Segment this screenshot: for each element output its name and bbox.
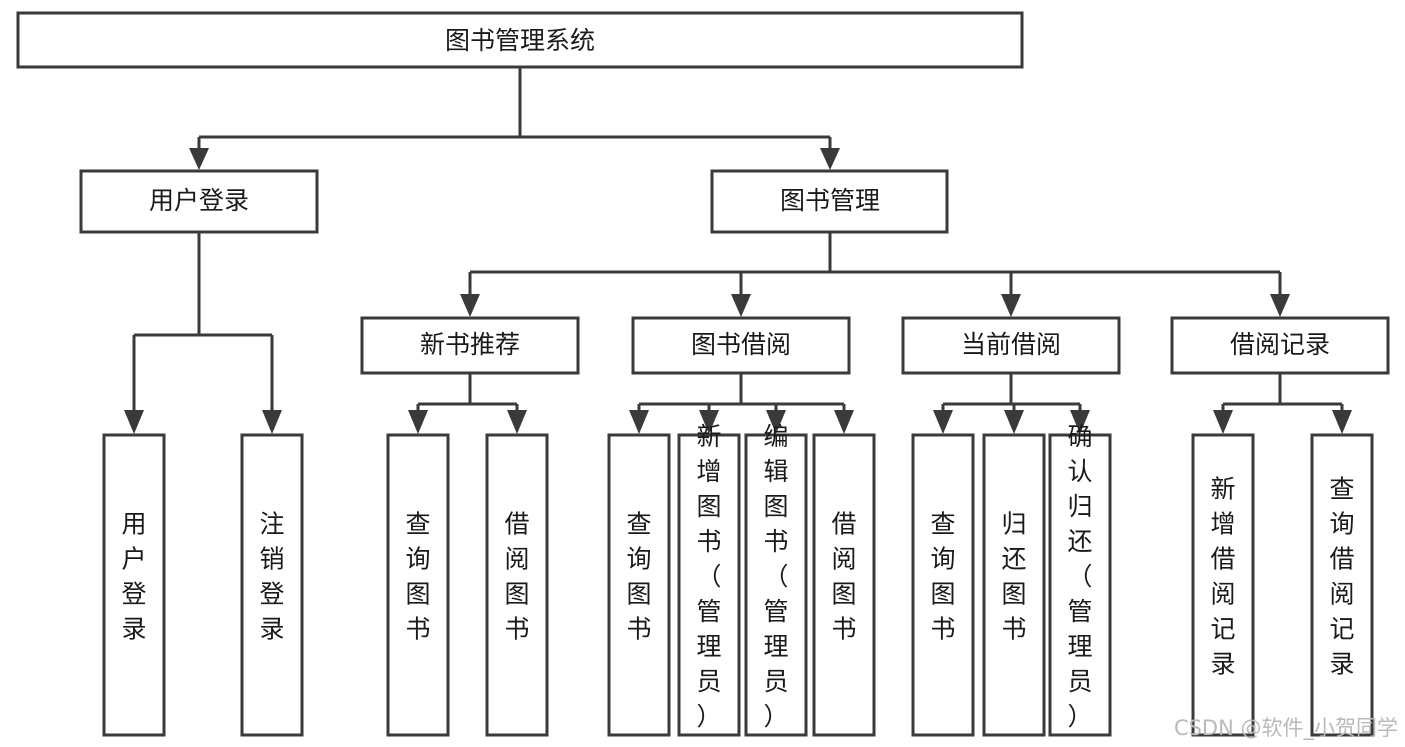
node-leaf-add-book-box[interactable] — [677, 433, 741, 737]
node-new-book-recommend[interactable]: 新书推荐 — [360, 316, 580, 375]
node-leaf-logout[interactable]: 注销登录 — [240, 433, 304, 737]
node-new-book-recommend-box[interactable] — [360, 316, 580, 375]
node-leaf-query-book-current-label: 查询图书 — [930, 510, 955, 644]
node-book-borrow-box[interactable] — [631, 316, 851, 375]
node-leaf-logout-box[interactable] — [240, 433, 304, 737]
arrow-head-leaf-user-login — [124, 410, 144, 434]
node-borrow-record-box[interactable] — [1170, 316, 1390, 375]
node-leaf-confirm-return-box[interactable] — [1048, 433, 1112, 737]
node-leaf-query-book-current[interactable]: 查询图书 — [911, 433, 975, 737]
arrow-head-leaf-confirm-return — [1070, 410, 1090, 434]
node-leaf-user-login-label: 用户登录 — [121, 510, 146, 644]
node-leaf-add-borrow-record-box[interactable] — [1191, 433, 1255, 737]
node-book-management[interactable]: 图书管理 — [710, 169, 949, 234]
node-borrow-record[interactable]: 借阅记录 — [1170, 316, 1390, 375]
node-leaf-return-book[interactable]: 归还图书 — [982, 433, 1046, 737]
arrow-head-leaf-query-book-recommend — [408, 410, 428, 434]
arrow-head-leaf-add-borrow-record — [1213, 410, 1233, 434]
node-leaf-return-book-label: 归还图书 — [1001, 510, 1026, 644]
arrow-head-book-borrow — [731, 294, 751, 317]
connector-layer — [124, 67, 1352, 434]
node-leaf-query-book-current-box[interactable] — [911, 433, 975, 737]
node-leaf-edit-book[interactable]: 编辑图书（管理员） — [744, 422, 808, 737]
arrow-head-current-borrow — [1001, 294, 1021, 317]
arrow-head-leaf-logout — [262, 410, 282, 434]
arrow-head-leaf-borrow-book-recommend — [507, 410, 527, 434]
node-new-book-recommend-label: 新书推荐 — [420, 330, 520, 359]
node-leaf-confirm-return-label: 确认归还（管理员） — [1067, 422, 1092, 731]
node-root[interactable]: 图书管理系统 — [16, 11, 1024, 69]
node-leaf-borrow-book-recommend-box[interactable] — [485, 433, 549, 737]
node-leaf-query-book-borrow-label: 查询图书 — [626, 510, 651, 644]
arrow-head-leaf-return-book — [1004, 410, 1024, 434]
arrow-head-book-management — [820, 148, 840, 170]
node-borrow-record-label: 借阅记录 — [1230, 330, 1330, 359]
node-root-box[interactable] — [16, 11, 1024, 69]
node-leaf-query-borrow-record[interactable]: 查询借阅记录 — [1310, 433, 1374, 737]
arrow-head-leaf-query-book-borrow — [629, 410, 649, 434]
node-leaf-user-login-box[interactable] — [102, 433, 166, 737]
arrow-head-leaf-query-book-current — [933, 410, 953, 434]
node-leaf-return-book-box[interactable] — [982, 433, 1046, 737]
node-book-management-label: 图书管理 — [780, 186, 880, 215]
node-leaf-query-book-borrow[interactable]: 查询图书 — [607, 433, 671, 737]
node-root-label: 图书管理系统 — [445, 26, 595, 55]
node-leaf-borrow-book-box[interactable] — [812, 433, 876, 737]
csdn-watermark: CSDN @软件_小贺同学 — [1174, 716, 1398, 741]
node-leaf-query-borrow-record-box[interactable] — [1310, 433, 1374, 737]
arrow-head-new-book-recommend — [460, 294, 480, 317]
node-leaf-add-borrow-record-label: 新增借阅记录 — [1210, 475, 1235, 679]
node-leaf-borrow-book-label: 借阅图书 — [831, 510, 856, 644]
node-leaf-logout-label: 注销登录 — [259, 510, 284, 644]
node-leaf-add-book[interactable]: 新增图书（管理员） — [677, 422, 741, 737]
node-leaf-edit-book-box[interactable] — [744, 433, 808, 737]
node-leaf-borrow-book[interactable]: 借阅图书 — [812, 433, 876, 737]
node-leaf-borrow-book-recommend-label: 借阅图书 — [504, 510, 529, 644]
node-leaf-edit-book-label: 编辑图书（管理员） — [763, 422, 788, 731]
arrow-head-leaf-edit-book — [766, 410, 786, 434]
node-leaf-user-login[interactable]: 用户登录 — [102, 433, 166, 737]
node-book-borrow[interactable]: 图书借阅 — [631, 316, 851, 375]
node-current-borrow[interactable]: 当前借阅 — [901, 316, 1121, 375]
node-book-management-box[interactable] — [710, 169, 949, 234]
node-current-borrow-box[interactable] — [901, 316, 1121, 375]
node-leaf-query-borrow-record-label: 查询借阅记录 — [1329, 475, 1354, 679]
node-user-login-label: 用户登录 — [149, 186, 249, 215]
node-current-borrow-label: 当前借阅 — [961, 330, 1061, 359]
node-leaf-confirm-return[interactable]: 确认归还（管理员） — [1048, 422, 1112, 737]
node-leaf-add-borrow-record[interactable]: 新增借阅记录 — [1191, 433, 1255, 737]
node-leaf-borrow-book-recommend[interactable]: 借阅图书 — [485, 433, 549, 737]
arrow-head-leaf-add-book — [699, 410, 719, 434]
arrow-head-leaf-borrow-book — [834, 410, 854, 434]
node-book-borrow-label: 图书借阅 — [691, 330, 791, 359]
node-leaf-query-book-recommend-label: 查询图书 — [405, 510, 430, 644]
arrow-head-user-login — [189, 148, 209, 170]
arrow-head-leaf-query-borrow-record — [1332, 410, 1352, 434]
node-user-login[interactable]: 用户登录 — [79, 169, 319, 234]
node-leaf-query-book-recommend[interactable]: 查询图书 — [386, 433, 450, 737]
node-leaf-query-book-borrow-box[interactable] — [607, 433, 671, 737]
node-leaf-add-book-label: 新增图书（管理员） — [696, 422, 721, 731]
arrow-head-borrow-record — [1270, 294, 1290, 317]
node-user-login-box[interactable] — [79, 169, 319, 234]
node-leaf-query-book-recommend-box[interactable] — [386, 433, 450, 737]
